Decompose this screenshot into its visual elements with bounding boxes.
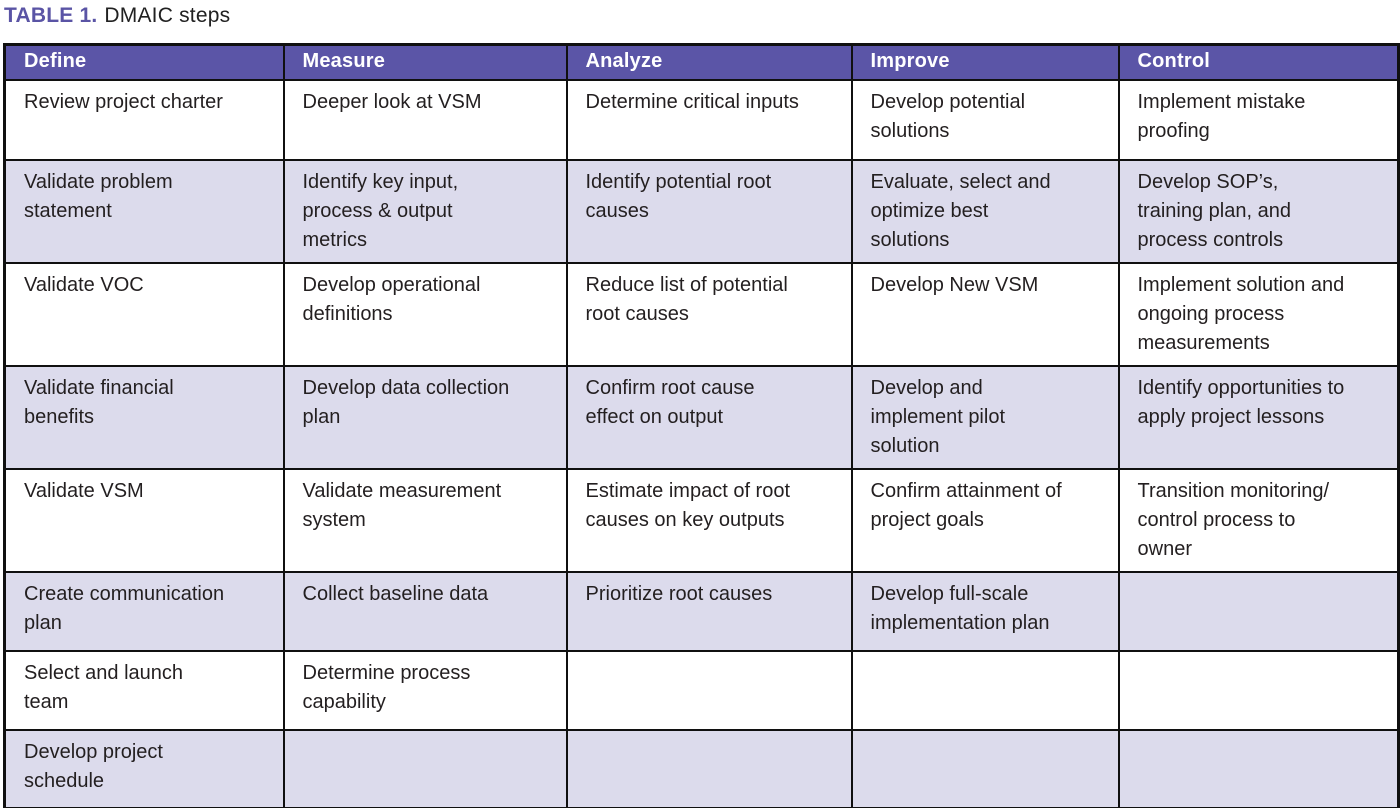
column-header-define: Define: [3, 43, 285, 81]
table-cell: Review project charter: [3, 78, 285, 161]
table-cell: Confirm root cause effect on output: [565, 364, 853, 470]
table-cell-empty: [565, 649, 853, 731]
table-row: Develop project schedule: [3, 728, 1400, 808]
table-cell: Transition monitoring/ control process t…: [1117, 467, 1400, 573]
table-cell: Reduce list of potential root causes: [565, 261, 853, 367]
table-cell: Estimate impact of root causes on key ou…: [565, 467, 853, 573]
table-cell-empty: [1117, 649, 1400, 731]
table-cell: Develop SOP’s, training plan, and proces…: [1117, 158, 1400, 264]
table-cell-empty: [282, 728, 568, 808]
table-cell: Develop potential solutions: [850, 78, 1120, 161]
column-header-measure: Measure: [282, 43, 568, 81]
table-cell: Identify key input, process & output met…: [282, 158, 568, 264]
table-cell: Develop operational definitions: [282, 261, 568, 367]
table-cell: Develop and implement pilot solution: [850, 364, 1120, 470]
header-row: Define Measure Analyze Improve Control: [3, 43, 1400, 81]
dmaic-table: Define Measure Analyze Improve Control R…: [3, 43, 1400, 808]
table-title: TABLE 1. DMAIC steps: [4, 4, 1397, 28]
table-cell: Identify potential root causes: [565, 158, 853, 264]
table-title-label: TABLE 1.: [4, 4, 98, 27]
table-cell: Implement solution and ongoing process m…: [1117, 261, 1400, 367]
table-cell: Create communication plan: [3, 570, 285, 652]
table-cell: Validate problem statement: [3, 158, 285, 264]
table-cell: Select and launch team: [3, 649, 285, 731]
table-row: Validate problem statement Identify key …: [3, 158, 1400, 264]
column-header-control: Control: [1117, 43, 1400, 81]
table-row: Select and launch team Determine process…: [3, 649, 1400, 731]
table-cell: Develop project schedule: [3, 728, 285, 808]
table-cell-empty: [850, 728, 1120, 808]
table-row: Review project charter Deeper look at VS…: [3, 78, 1400, 161]
column-header-analyze: Analyze: [565, 43, 853, 81]
table-row: Validate VOC Develop operational definit…: [3, 261, 1400, 367]
table-title-caption: DMAIC steps: [104, 4, 231, 27]
table-cell: Confirm attainment of project goals: [850, 467, 1120, 573]
table-cell: Validate financial benefits: [3, 364, 285, 470]
table-cell: Validate VSM: [3, 467, 285, 573]
column-header-improve: Improve: [850, 43, 1120, 81]
table-cell: Validate VOC: [3, 261, 285, 367]
table-cell-empty: [1117, 570, 1400, 652]
table-cell: Develop full-scale implementation plan: [850, 570, 1120, 652]
table-cell: Determine process capability: [282, 649, 568, 731]
table-cell: Determine critical inputs: [565, 78, 853, 161]
table-cell: Implement mistake proofing: [1117, 78, 1400, 161]
table-cell-empty: [565, 728, 853, 808]
table-header: Define Measure Analyze Improve Control: [3, 43, 1400, 81]
table-cell: Collect baseline data: [282, 570, 568, 652]
table-cell: Evaluate, select and optimize best solut…: [850, 158, 1120, 264]
table-cell: Identify opportunities to apply project …: [1117, 364, 1400, 470]
table-cell: Develop data collection plan: [282, 364, 568, 470]
table-cell: Deeper look at VSM: [282, 78, 568, 161]
table-body: Review project charter Deeper look at VS…: [3, 78, 1400, 808]
table-row: Create communication plan Collect baseli…: [3, 570, 1400, 652]
table-cell: Develop New VSM: [850, 261, 1120, 367]
table-row: Validate financial benefits Develop data…: [3, 364, 1400, 470]
table-cell: Validate measurement system: [282, 467, 568, 573]
table-row: Validate VSM Validate measurement system…: [3, 467, 1400, 573]
table-cell-empty: [1117, 728, 1400, 808]
table-cell-empty: [850, 649, 1120, 731]
table-cell: Prioritize root causes: [565, 570, 853, 652]
